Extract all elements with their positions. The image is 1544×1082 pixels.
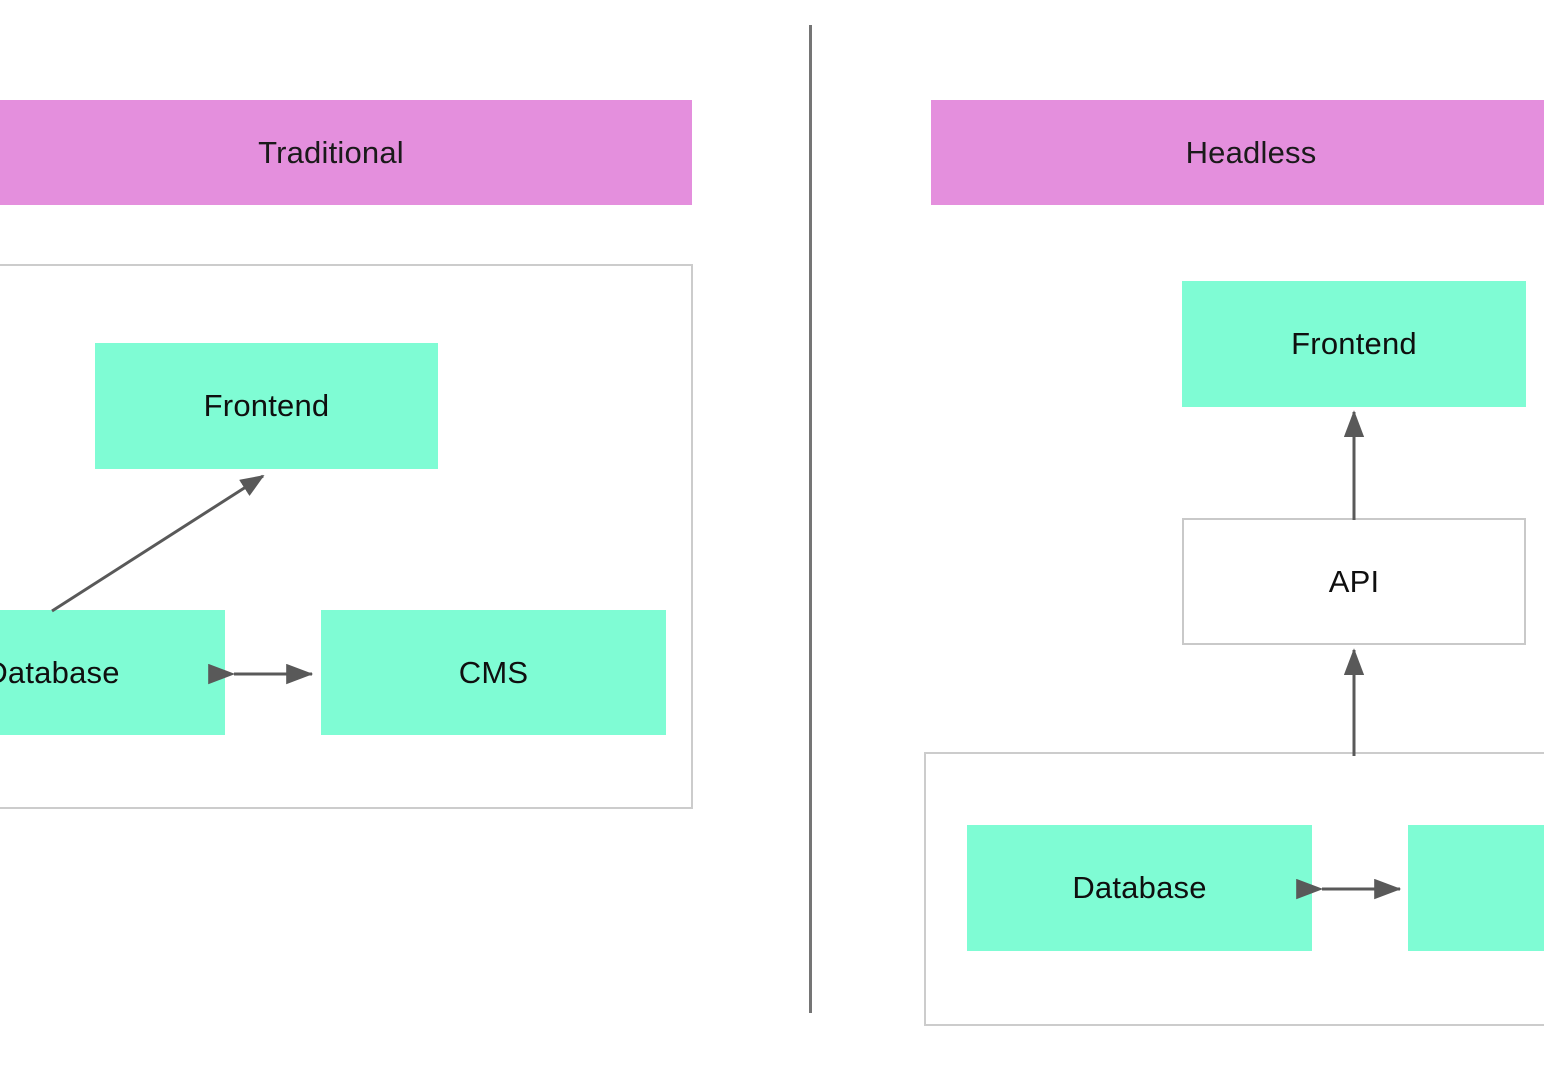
panel-traditional: Traditional Frontend Database CMS [0,100,693,809]
traditional-node-frontend: Frontend [95,343,438,469]
panel-headless: Headless Frontend API Database CMS [810,0,1544,1082]
panel-divider [809,25,812,1013]
traditional-cms-label: CMS [458,654,529,690]
headless-node-cms: CMS [1408,825,1544,951]
headless-database-label: Database [1072,870,1207,905]
headless-node-api: API [1182,518,1526,645]
traditional-frontend-label: Frontend [203,388,330,423]
headless-header-bar: Headless [931,100,1544,205]
headless-header-label: Headless [1185,134,1317,170]
traditional-header-label: Traditional [258,134,404,170]
traditional-node-database: Database [0,610,225,735]
headless-arrow-group-to-api [1343,648,1365,756]
traditional-database-label: Database [0,654,120,690]
headless-arrow-api-to-frontend [1343,410,1365,520]
headless-backend-group [924,752,1544,1026]
headless-node-database: Database [967,825,1312,951]
headless-node-frontend: Frontend [1182,281,1526,407]
traditional-node-cms: CMS [321,610,666,735]
traditional-system-group [0,264,693,809]
traditional-header-bar: Traditional [0,100,692,205]
headless-api-label: API [1328,563,1380,599]
headless-frontend-label: Frontend [1291,326,1417,361]
